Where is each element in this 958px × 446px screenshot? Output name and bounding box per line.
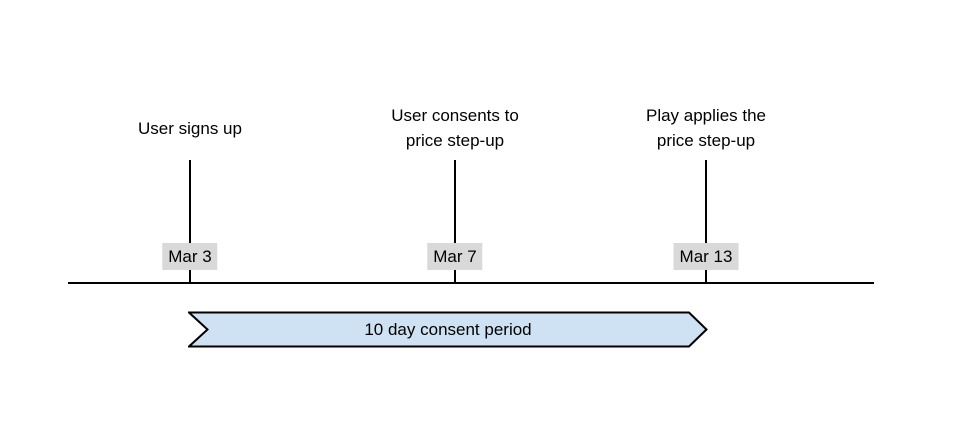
tick-line-mar-13: [705, 160, 707, 283]
date-badge-mar-3: Mar 3: [162, 243, 218, 270]
tick-line-mar-7: [454, 160, 456, 283]
chevron-polygon: [188, 311, 708, 348]
event-label-user-signs-up: User signs up: [138, 118, 242, 138]
timeline-axis: [68, 282, 874, 284]
event-label-user-consents: User consents to price step-up: [391, 106, 519, 150]
date-badge-mar-13: Mar 13: [673, 243, 739, 270]
consent-period-banner: 10 day consent period: [188, 311, 708, 348]
tick-line-mar-3: [189, 160, 191, 283]
event-label-play-applies: Play applies the price step-up: [645, 106, 767, 150]
date-badge-mar-7: Mar 7: [427, 243, 483, 270]
consent-period-label: 10 day consent period: [364, 319, 532, 339]
chevron-shape: [188, 311, 708, 348]
